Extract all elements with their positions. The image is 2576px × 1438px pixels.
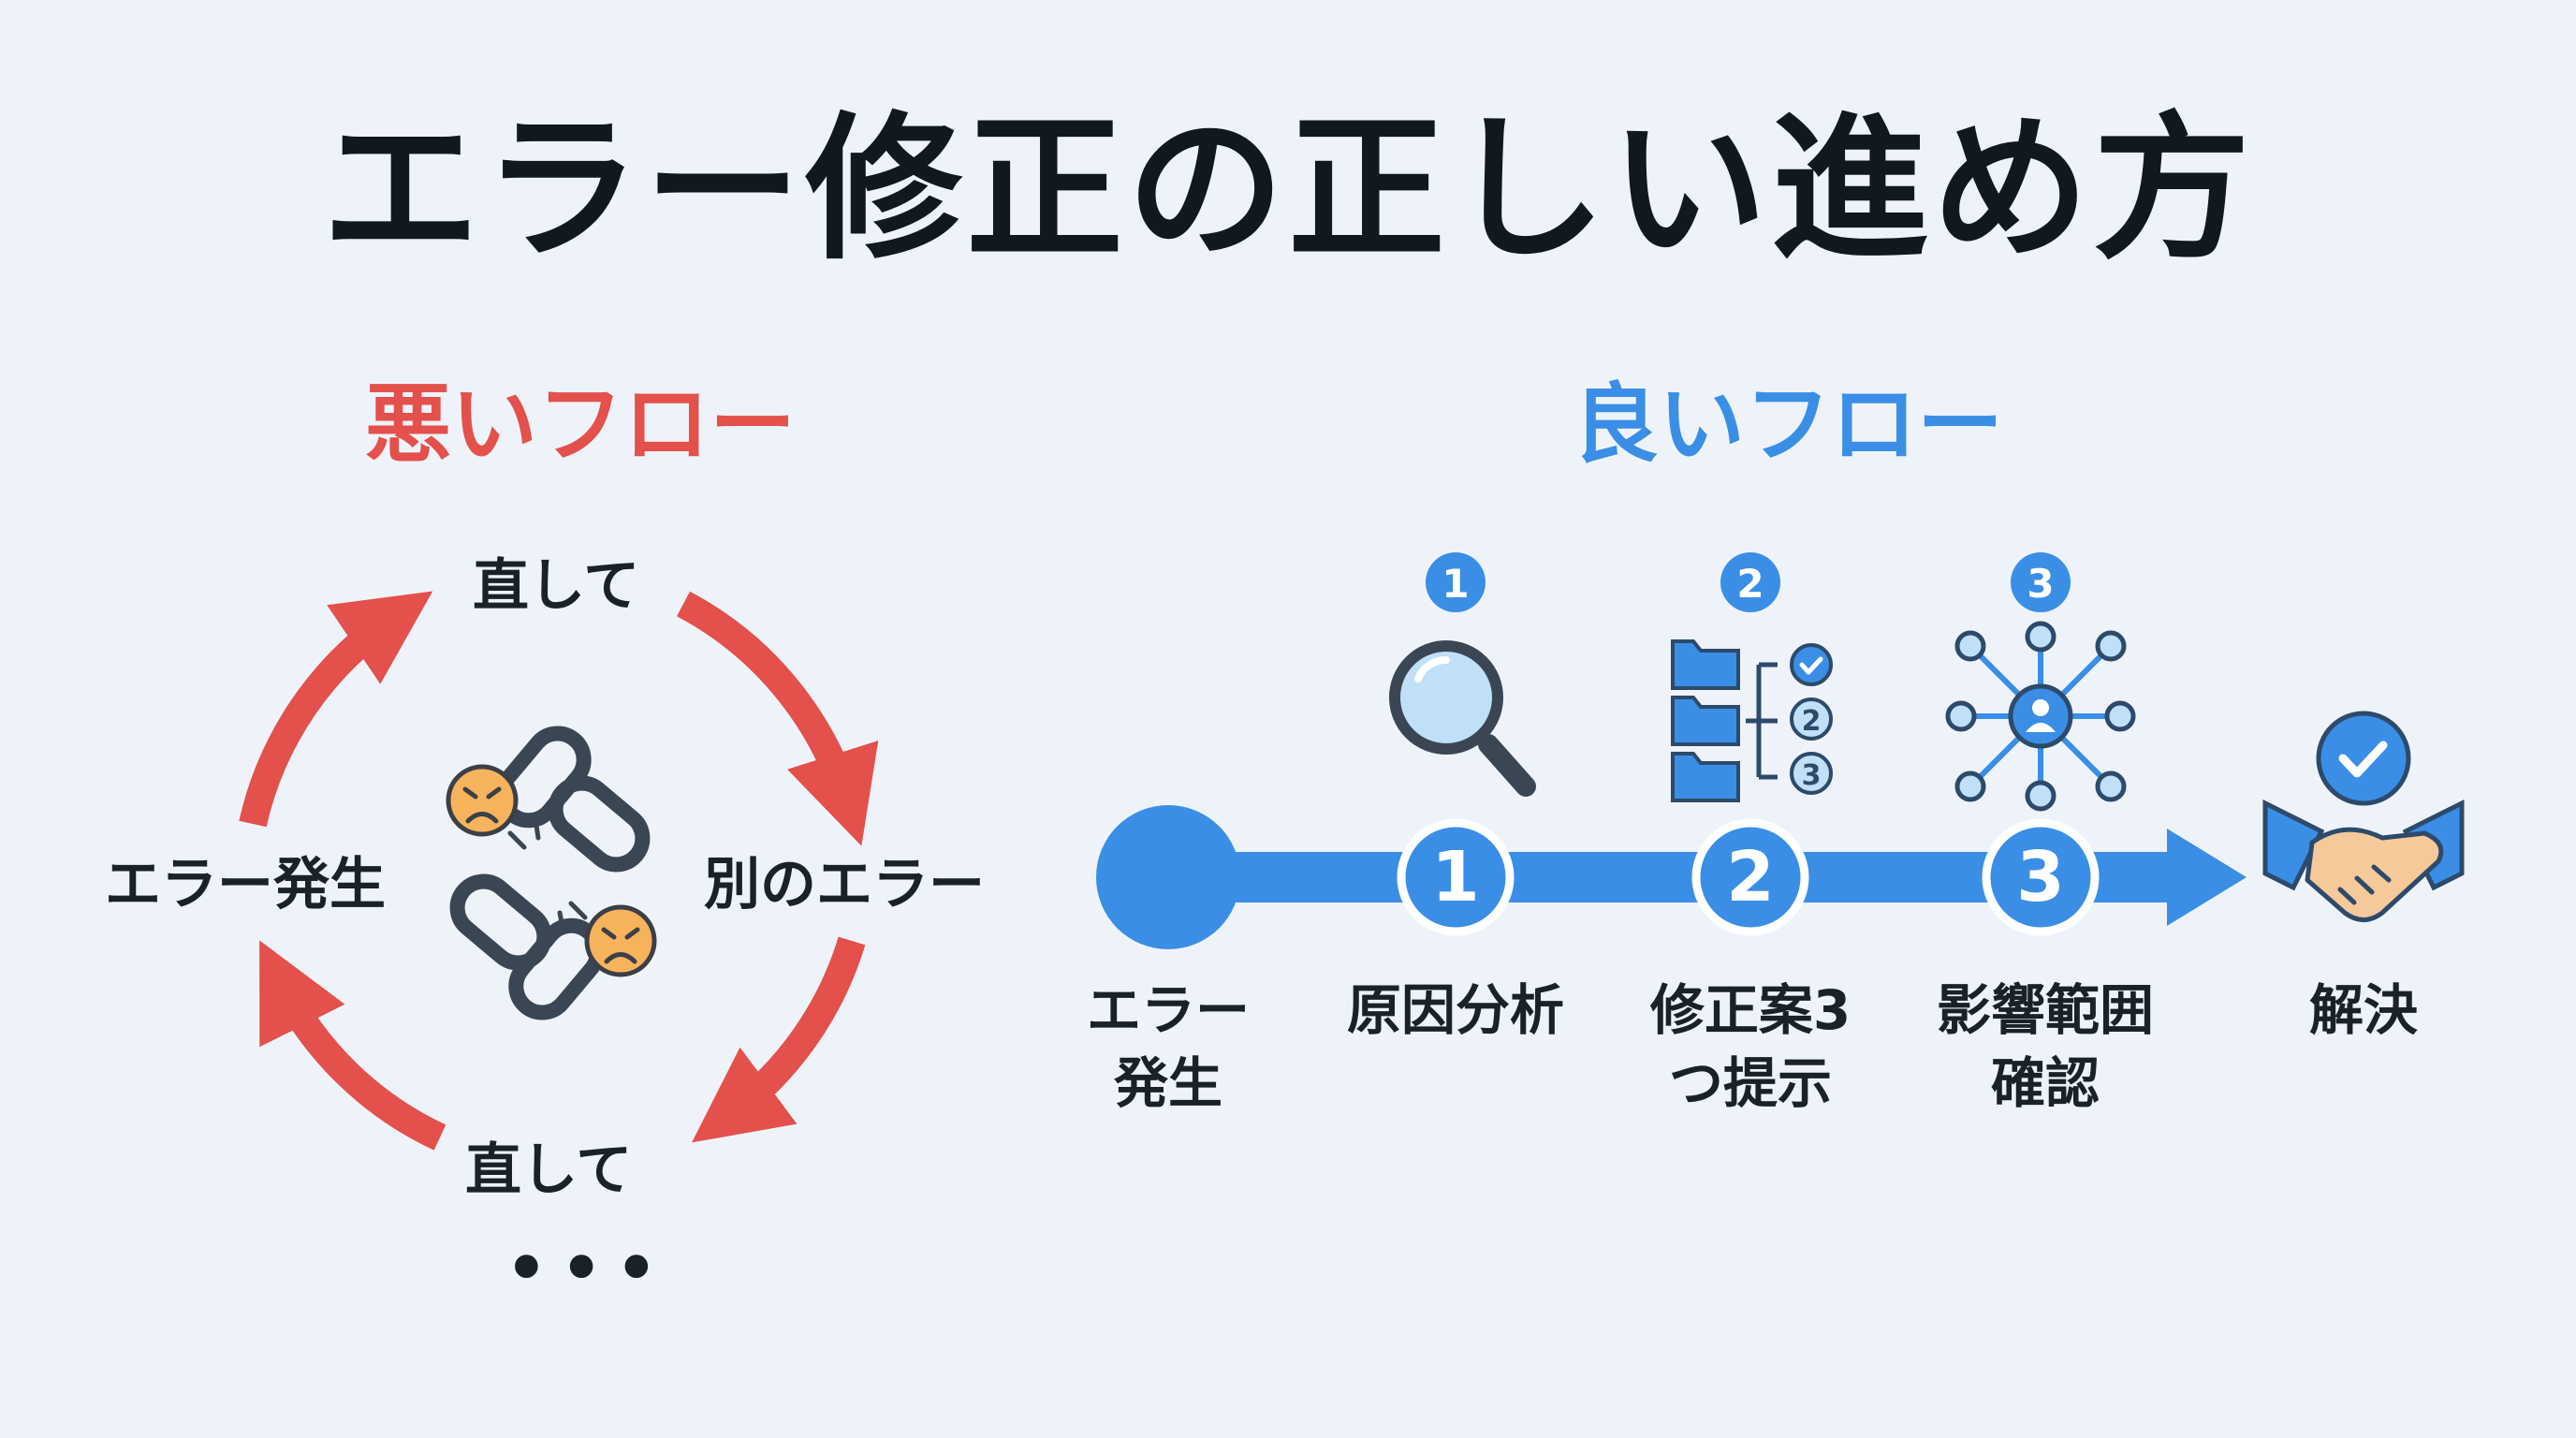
start-node	[1096, 805, 1240, 949]
good-flow-title: 良いフロー	[1573, 374, 2004, 475]
frustrated-face-icon	[584, 904, 657, 977]
continuation-dots: •••	[505, 1230, 671, 1307]
step-label-impact-check: 影響範囲 確認	[1936, 978, 2154, 1116]
bad-flow-cycle	[239, 591, 879, 1151]
handshake-check-icon	[2262, 711, 2465, 922]
step-label-cause-analysis: 原因分析	[1346, 978, 1564, 1042]
cycle-arrow-bottom-left	[259, 940, 446, 1151]
icon-badge-3: 3	[2011, 552, 2071, 612]
network-icon	[1945, 621, 2136, 812]
cycle-label-left: エラー発生	[105, 852, 386, 917]
folder-list-icon: 2 3	[1671, 639, 1833, 802]
step-node-1: 1	[1397, 818, 1515, 936]
step-node-3: 3	[1982, 818, 2100, 936]
page-title: エラー修正の正しい進め方	[322, 97, 2254, 281]
cycle-label-top: 直して	[473, 553, 640, 619]
svg-text:3: 3	[2027, 561, 2054, 607]
svg-text:3: 3	[1802, 759, 1822, 792]
svg-text:2: 2	[1802, 705, 1822, 738]
good-flow-timeline: 1 2 3 1 2 3	[1096, 552, 2465, 949]
icon-badge-2: 2	[1720, 552, 1780, 612]
step-label-fix-proposals: 修正案3 つ提示	[1649, 978, 1852, 1116]
icon-badge-1: 1	[1426, 552, 1486, 612]
svg-text:1: 1	[1442, 561, 1469, 607]
svg-text:2: 2	[1736, 561, 1764, 607]
svg-text:2: 2	[1726, 837, 1775, 917]
step-node-2: 2	[1691, 818, 1809, 936]
bad-flow-title: 悪いフロー	[365, 374, 797, 475]
svg-text:3: 3	[2016, 837, 2065, 917]
cycle-label-bottom: 直して	[465, 1137, 633, 1203]
cycle-arrow-top-left	[239, 591, 433, 828]
step-label-error: エラー 発生	[1086, 978, 1250, 1116]
cycle-arrow-top-right	[676, 591, 879, 846]
frustrated-face-icon	[446, 764, 519, 837]
step-label-resolved: 解決	[2308, 978, 2418, 1042]
timeline-arrowhead	[2167, 829, 2247, 926]
cycle-label-right: 別のエラー	[704, 852, 985, 917]
svg-text:1: 1	[1431, 837, 1480, 917]
magnifier-icon	[1389, 640, 1536, 797]
cycle-arrow-bottom-right	[692, 936, 866, 1143]
